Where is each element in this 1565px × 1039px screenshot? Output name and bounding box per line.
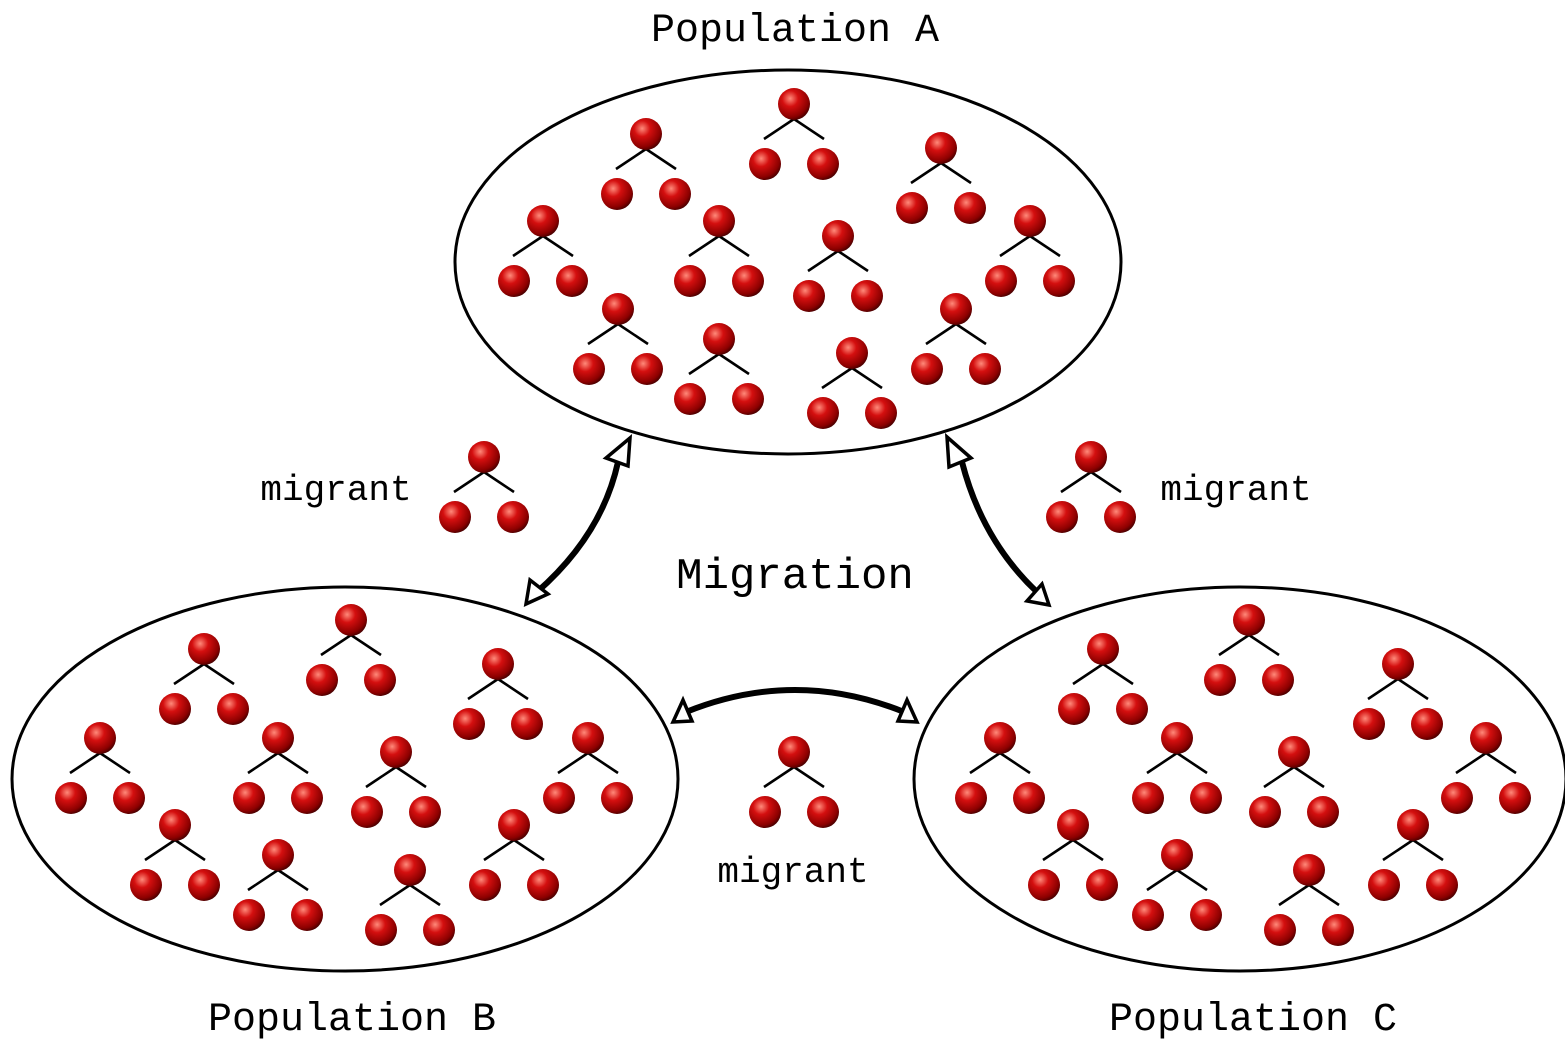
individual [747, 86, 841, 182]
individual [894, 130, 988, 226]
individual [1130, 720, 1224, 816]
population-b-title: Population B [208, 998, 496, 1039]
population-a-title: Population A [651, 9, 939, 54]
individual [1247, 734, 1341, 830]
individual [1366, 807, 1460, 903]
individual [1056, 631, 1150, 727]
individual [496, 203, 590, 299]
individual [1202, 602, 1296, 698]
migration-arrow-a-b [523, 434, 633, 607]
population-a-individuals [496, 86, 1077, 431]
migrant-individual-right [1044, 439, 1138, 535]
migrant-label-bottom: migrant [717, 852, 868, 893]
individual [349, 734, 443, 830]
individual [953, 720, 1047, 816]
individual [599, 116, 693, 212]
population-c-boundary [912, 585, 1565, 973]
migrant-label-left: migrant [260, 470, 411, 511]
individual [1439, 720, 1533, 816]
individual [1351, 646, 1445, 742]
individual [791, 218, 885, 314]
migration-arrow-b-c [670, 687, 920, 724]
individual [231, 720, 325, 816]
population-b-boundary [10, 585, 680, 973]
migration-arrow-a-c [944, 432, 1052, 608]
migrant-individual-left [437, 439, 531, 535]
individual [363, 852, 457, 948]
migrant-label-right: migrant [1160, 470, 1311, 511]
individual [451, 646, 545, 742]
individual [1026, 807, 1120, 903]
individual [672, 321, 766, 417]
individual [467, 807, 561, 903]
individual [1130, 837, 1224, 933]
individual [541, 720, 635, 816]
individual [53, 720, 147, 816]
migrant-individual-bottom [747, 734, 841, 830]
individual [571, 291, 665, 387]
individual [128, 807, 222, 903]
individual [157, 631, 251, 727]
migration-title: Migration [676, 552, 914, 602]
individual [805, 335, 899, 431]
individual [983, 203, 1077, 299]
individual [1262, 852, 1356, 948]
population-c-individuals [953, 602, 1533, 948]
individual [231, 837, 325, 933]
population-c-title: Population C [1109, 998, 1397, 1039]
individual [909, 291, 1003, 387]
population-b-individuals [53, 602, 635, 948]
population-a-boundary [453, 68, 1123, 456]
individual [672, 203, 766, 299]
individual [304, 602, 398, 698]
